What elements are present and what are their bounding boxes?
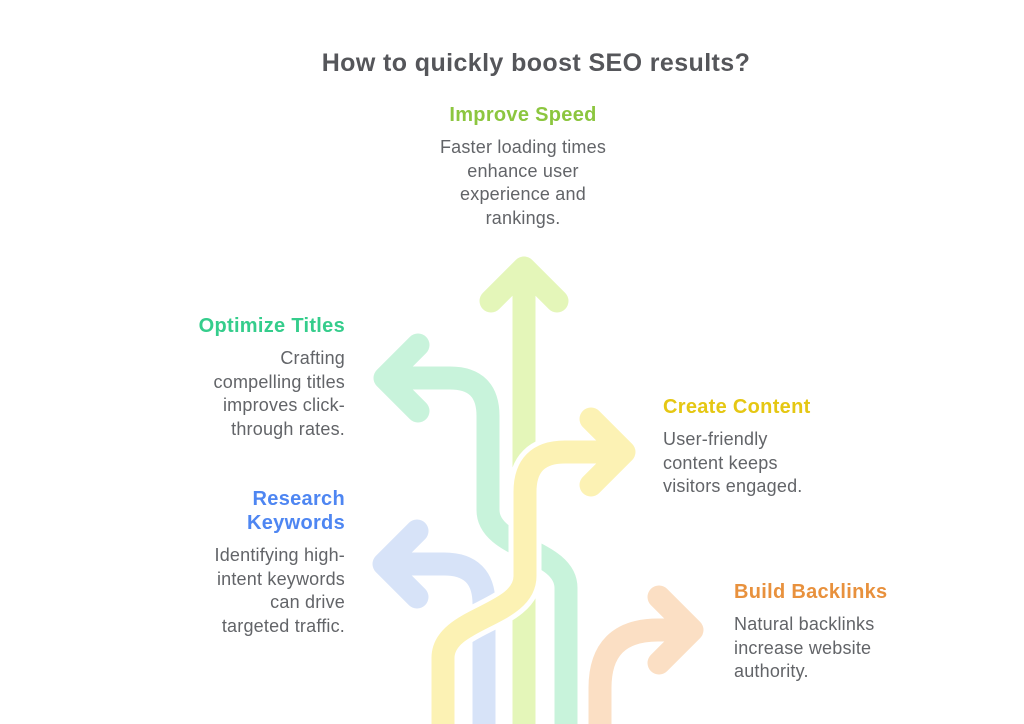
section-research-keywords: Research Keywords Identifying high- inte…: [65, 487, 345, 638]
section-heading: Research Keywords: [247, 488, 345, 534]
section-heading: Improve Speed: [449, 104, 597, 126]
section-optimize-titles: Optimize Titles Crafting compelling titl…: [65, 314, 345, 441]
section-description: User-friendly content keeps visitors eng…: [663, 429, 803, 496]
section-description: Natural backlinks increase website autho…: [734, 614, 875, 681]
section-heading: Build Backlinks: [734, 581, 888, 603]
improve-speed-up-arrow: [474, 251, 574, 724]
arrow-stroke: [431, 407, 636, 724]
optimize-titles-left-arrow: [368, 328, 583, 724]
section-description: Crafting compelling titles improves clic…: [213, 348, 345, 439]
arrow-stroke: [373, 333, 578, 724]
section-create-content: Create Content User-friendly content kee…: [663, 395, 943, 499]
section-heading: Optimize Titles: [198, 315, 345, 337]
create-content-right-arrow: [426, 402, 641, 724]
section-build-backlinks: Build Backlinks Natural backlinks increa…: [734, 580, 1014, 684]
section-description: Faster loading times enhance user experi…: [439, 137, 607, 228]
section-description: Identifying high- intent keywords can dr…: [214, 545, 345, 636]
page-title: How to quickly boost SEO results?: [321, 49, 751, 77]
arrow-stroke: [588, 585, 704, 724]
build-backlinks-right-arrow: [583, 580, 709, 724]
section-improve-speed: Improve Speed Faster loading times enhan…: [393, 103, 653, 230]
section-heading: Create Content: [663, 396, 811, 418]
